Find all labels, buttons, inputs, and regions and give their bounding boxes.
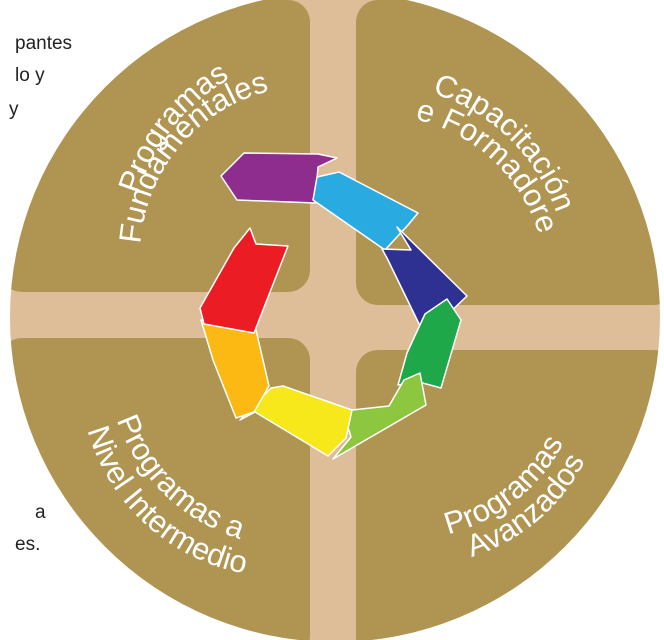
- background-text-line: pantes: [15, 33, 73, 54]
- purple-arrow: [220, 152, 338, 204]
- yellow-arrow: [239, 385, 353, 457]
- red-arrow: [199, 227, 289, 334]
- orange-arrow: [200, 319, 270, 419]
- background-text-line: lo y: [15, 65, 45, 86]
- background-text-line: y: [9, 99, 19, 120]
- background-text-line: a: [35, 502, 46, 523]
- background-text-line: es.: [15, 534, 41, 555]
